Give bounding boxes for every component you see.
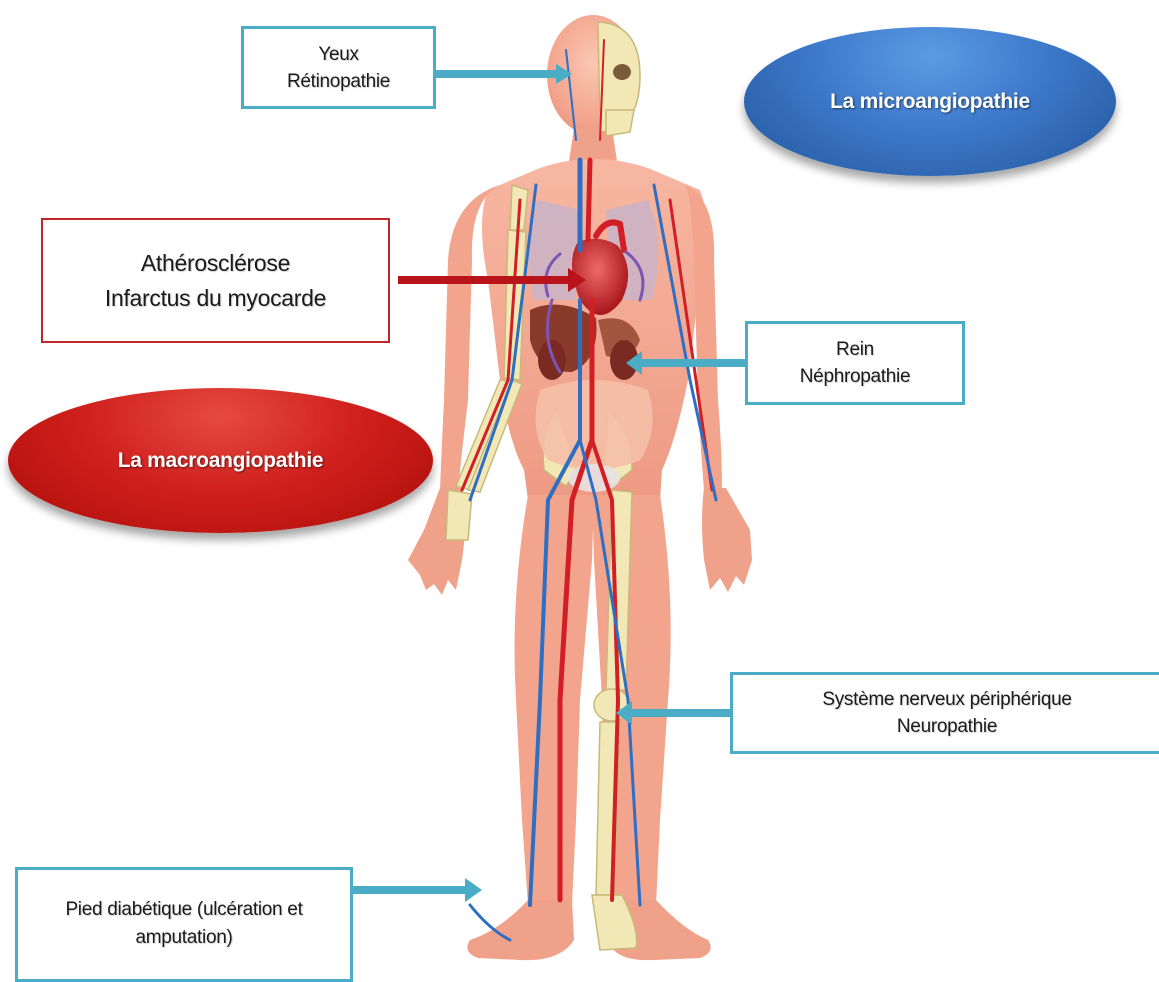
eyes-organ-label: Yeux bbox=[318, 41, 358, 68]
microangiopathy-label: La microangiopathie bbox=[830, 90, 1030, 114]
heart-callout: Athérosclérose Infarctus du myocarde bbox=[41, 218, 390, 343]
foot-callout: Pied diabétique (ulcération et amputatio… bbox=[15, 867, 353, 982]
nerve-callout: Système nerveux périphérique Neuropathie bbox=[730, 672, 1159, 754]
heart-event-label: Infarctus du myocarde bbox=[105, 281, 326, 316]
nerve-condition-label: Neuropathie bbox=[897, 713, 997, 740]
microangiopathy-oval: La microangiopathie bbox=[744, 27, 1116, 176]
foot-label-line2: amputation) bbox=[135, 924, 232, 952]
kidney-callout: Rein Néphropathie bbox=[745, 321, 965, 405]
macroangiopathy-label: La macroangiopathie bbox=[118, 449, 324, 473]
kidney-condition-label: Néphropathie bbox=[800, 363, 910, 390]
nerve-system-label: Système nerveux périphérique bbox=[822, 686, 1071, 713]
eyes-condition-label: Rétinopathie bbox=[287, 68, 390, 95]
heart-condition-label: Athérosclérose bbox=[141, 246, 290, 281]
foot-label-line1: Pied diabétique (ulcération et bbox=[65, 896, 302, 924]
kidney-organ-label: Rein bbox=[836, 336, 874, 363]
foot-arrow bbox=[353, 878, 482, 902]
macroangiopathy-oval: La macroangiopathie bbox=[8, 388, 433, 533]
eyes-callout: Yeux Rétinopathie bbox=[241, 26, 436, 109]
